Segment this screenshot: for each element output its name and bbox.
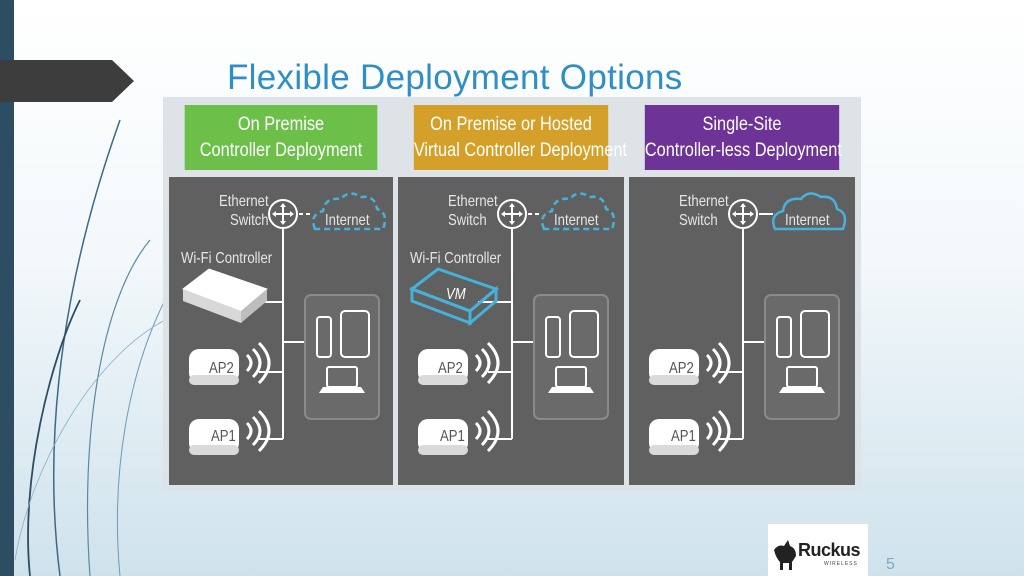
cloud-label: Internet <box>325 212 370 229</box>
switch-label-line2: Switch <box>229 212 269 229</box>
switch-icon <box>497 199 527 229</box>
cloud-label: Internet <box>554 212 599 229</box>
vm-label: VM <box>446 286 466 303</box>
controller-label: Wi-Fi Controller <box>181 250 273 267</box>
switch-label-line1: Ethernet <box>679 193 729 210</box>
logo-brand: Ruckus <box>798 540 861 560</box>
ap2-label: AP2 <box>438 360 463 377</box>
controller-label: Wi-Fi Controller <box>410 250 502 267</box>
header-line-2: Virtual Controller Deployment <box>413 139 627 161</box>
switch-icon <box>268 199 298 229</box>
panel-diagram <box>649 192 847 455</box>
cloud-icon <box>541 192 616 231</box>
decorative-lines <box>14 119 166 576</box>
panel-diagram <box>181 192 387 455</box>
header-virtual-controller: On Premise or Hosted Virtual Controller … <box>413 105 627 170</box>
deployment-diagram: On Premise Controller Deployment On Prem… <box>163 97 861 490</box>
header-line-2: Controller Deployment <box>199 139 363 161</box>
ap1-label: AP1 <box>671 428 696 445</box>
devices-box <box>533 294 609 420</box>
panel-diagram <box>408 192 616 455</box>
slide-title: Flexible Deployment Options <box>227 58 683 97</box>
virtual-controller-icon <box>408 267 499 327</box>
devices-box <box>304 294 380 420</box>
ap1-icon <box>418 409 500 455</box>
ap1-label: AP1 <box>211 428 236 445</box>
switch-label-line2: Switch <box>679 212 718 229</box>
logo-sub: WIRELESS <box>824 561 858 567</box>
header-controller-less: Single-Site Controller-less Deployment <box>644 105 842 170</box>
ap1-label: AP1 <box>440 428 465 445</box>
panel-on-premise: Ethernet Switch Internet Wi-Fi Controlle… <box>169 177 393 485</box>
page-number: 5 <box>886 556 895 573</box>
header-on-premise: On Premise Controller Deployment <box>184 105 378 170</box>
switch-label: Ethernet Switch <box>448 192 498 230</box>
controller-icon <box>181 268 268 323</box>
switch-label: Ethernet Switch <box>219 192 269 230</box>
section-tab-arrow <box>0 60 134 102</box>
ap2-label: AP2 <box>669 360 694 377</box>
cloud-icon <box>312 192 387 231</box>
switch-label-line1: Ethernet <box>448 193 498 210</box>
header-line-1: On Premise or Hosted <box>430 113 592 135</box>
ap2-label: AP2 <box>209 360 234 377</box>
ap2-icon <box>189 341 271 385</box>
switch-label-line2: Switch <box>448 212 487 229</box>
switch-label: Ethernet Switch <box>679 192 729 230</box>
left-accent-bar <box>0 0 14 576</box>
cloud-label: Internet <box>785 212 830 229</box>
ap2-icon <box>649 341 731 385</box>
panel-virtual-controller: Ethernet Switch Internet Wi-Fi Controlle… <box>398 177 624 485</box>
header-line-2: Controller-less Deployment <box>644 139 842 161</box>
ap1-icon <box>189 409 271 455</box>
ap2-icon <box>418 341 500 385</box>
cloud-icon <box>772 192 847 231</box>
switch-icon <box>728 199 758 229</box>
dog-icon <box>774 540 796 570</box>
ruckus-logo: Ruckus WIRELESS <box>768 524 868 576</box>
header-line-1: Single-Site <box>702 113 782 135</box>
header-line-1: On Premise <box>237 113 325 135</box>
ap1-icon <box>649 409 731 455</box>
panel-controller-less: Ethernet Switch Internet AP2 AP1 <box>629 177 855 485</box>
switch-label-line1: Ethernet <box>219 193 269 210</box>
devices-box <box>764 294 840 420</box>
